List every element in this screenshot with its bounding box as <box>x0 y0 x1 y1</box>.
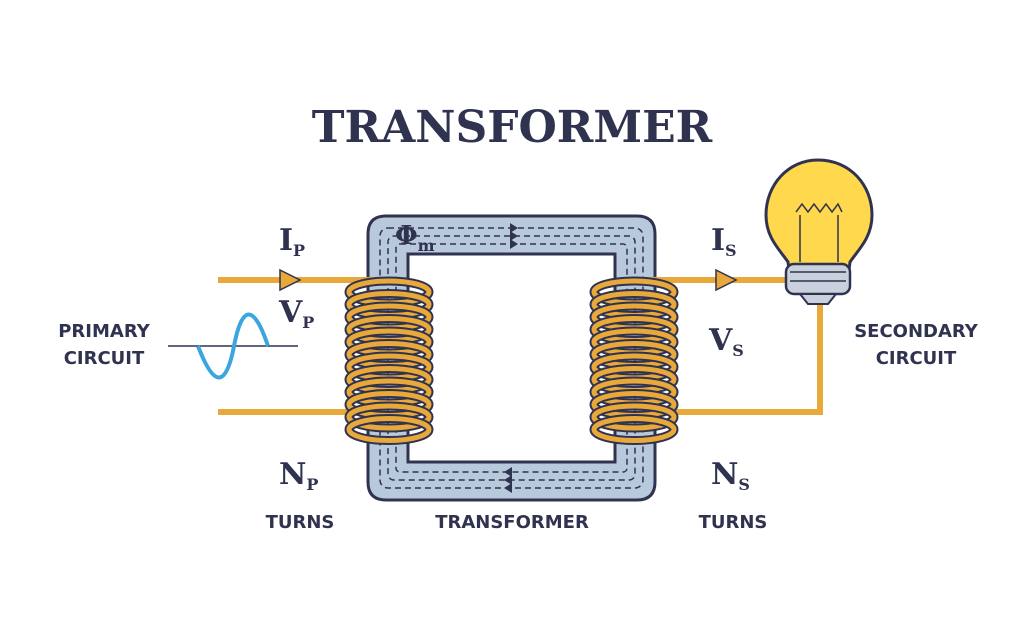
secondary-turns-label: TURNS <box>699 512 768 533</box>
primary-coil <box>344 276 434 445</box>
secondary-current-symbol: I <box>711 223 725 258</box>
coil-turn <box>346 416 432 443</box>
primary-current-symbol: I <box>279 223 293 258</box>
primary-turns-label: TURNS <box>266 512 335 533</box>
secondary-current-sub: S <box>725 241 737 260</box>
primary-turns-symbol: N <box>279 457 306 492</box>
primary-circuit-label-2: CIRCUIT <box>64 348 145 369</box>
core-label: TRANSFORMER <box>435 512 589 533</box>
primary-turns-symbol-label: NP <box>279 457 318 494</box>
ac-sine-icon <box>168 312 298 380</box>
flux-subscript: m <box>418 236 435 255</box>
flux-label: Φm <box>395 221 435 255</box>
primary-voltage-symbol: V <box>278 295 303 330</box>
light-bulb-icon <box>764 158 874 305</box>
primary-voltage-sub: P <box>302 313 314 332</box>
secondary-turns-sub: S <box>738 475 750 494</box>
primary-turns-sub: P <box>306 475 318 494</box>
primary-current-sub: P <box>293 241 305 260</box>
flux-symbol: Φ <box>395 221 418 251</box>
secondary-turns-symbol-label: NS <box>711 457 750 494</box>
coil-turn <box>591 403 677 431</box>
secondary-circuit-label-2: CIRCUIT <box>876 348 957 369</box>
secondary-voltage-symbol: V <box>708 323 733 358</box>
secondary-turns-symbol: N <box>711 457 738 492</box>
secondary-voltage-label: VS <box>708 323 744 360</box>
primary-current-label: IP <box>279 223 305 260</box>
flux-arrows-bottom <box>504 467 512 493</box>
coil-turn <box>346 403 432 431</box>
primary-voltage-label: VP <box>278 295 314 332</box>
diagram-title: TRANSFORMER <box>312 102 713 153</box>
flux-arrows-top <box>510 223 518 249</box>
secondary-voltage-sub: S <box>732 341 744 360</box>
secondary-coil <box>589 276 679 445</box>
coil-turn <box>591 416 677 443</box>
secondary-current-arrow <box>715 268 738 292</box>
primary-current-arrow <box>279 268 302 292</box>
secondary-current-label: IS <box>711 223 737 260</box>
primary-circuit-label-1: PRIMARY <box>58 321 150 342</box>
secondary-circuit-label-1: SECONDARY <box>854 321 979 342</box>
